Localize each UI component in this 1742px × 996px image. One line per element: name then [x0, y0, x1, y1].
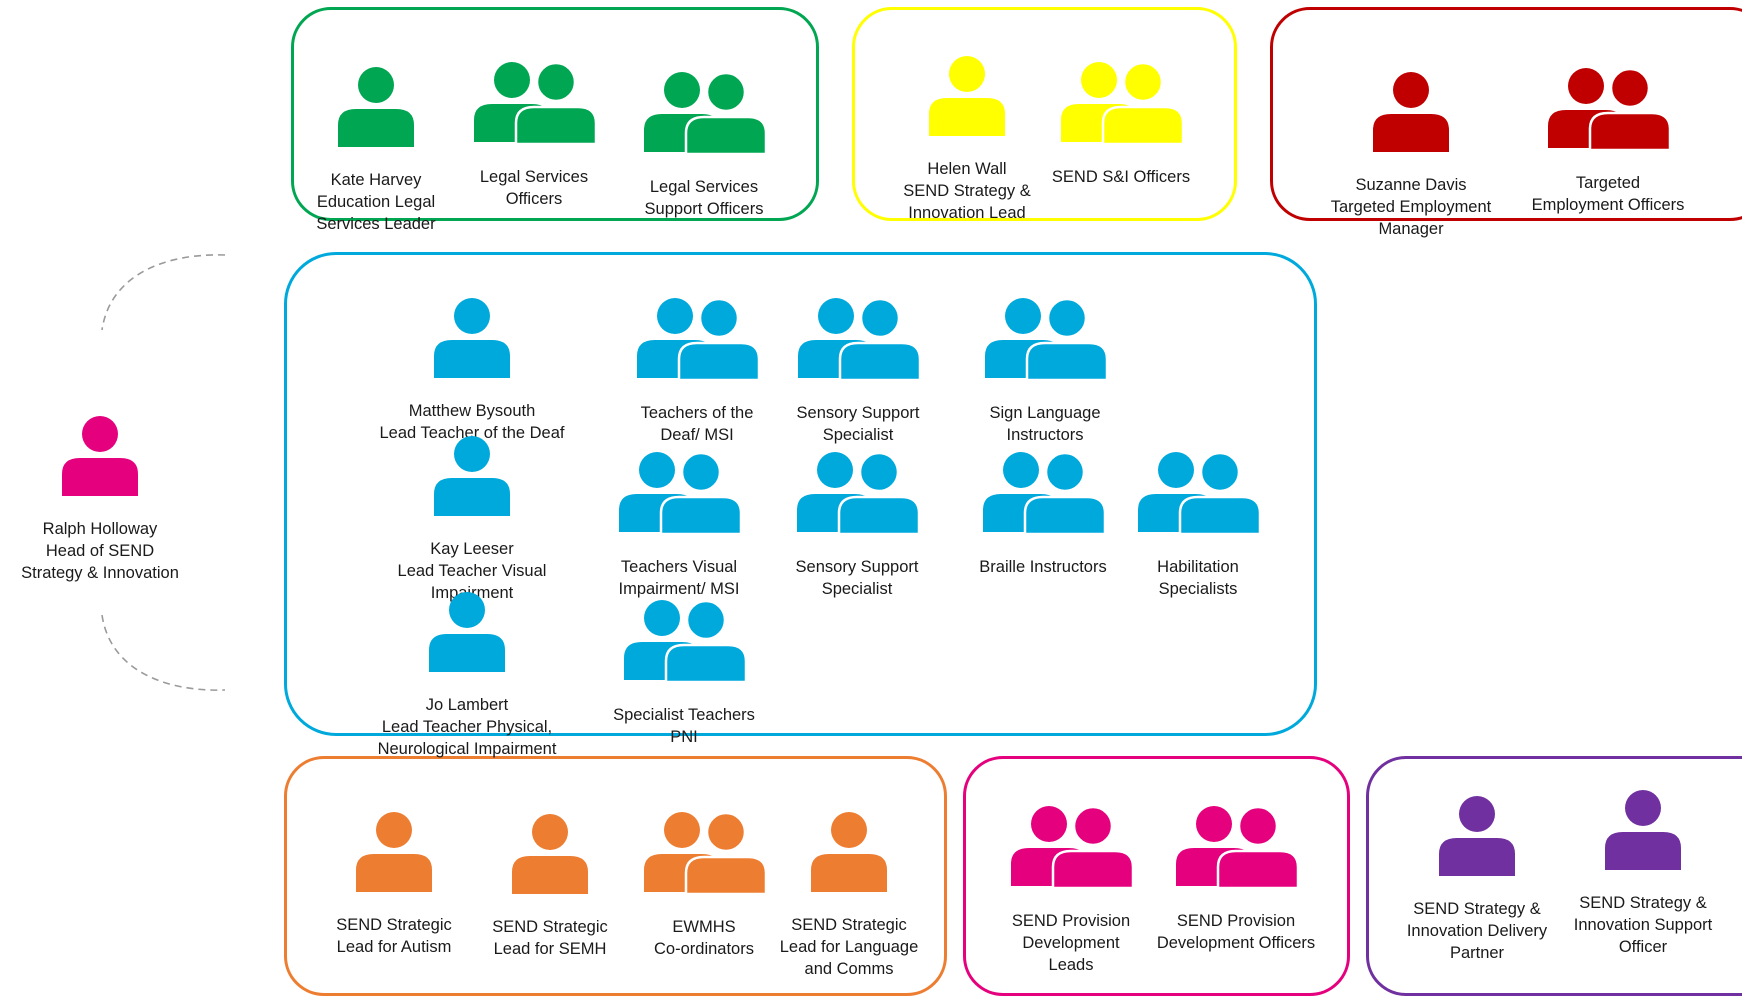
node-label: Habilitation Specialists: [1157, 558, 1239, 598]
node-label: Kate Harvey Education Legal Services Lea…: [316, 171, 436, 233]
head-label: Ralph Holloway Head of SEND Strategy & I…: [21, 520, 179, 582]
node-label: SEND Strategic Lead for Language and Com…: [779, 916, 919, 978]
dashed-connector-bottom: [101, 614, 226, 691]
node-label: Braille Instructors: [979, 558, 1107, 576]
person-icon: [429, 592, 505, 672]
node-delivery-partner: SEND Strategy & Innovation Delivery Part…: [1382, 774, 1572, 964]
node-teachers-deaf-msi: Teachers of the Deaf/ MSI: [607, 276, 787, 446]
node-lead-autism: SEND Strategic Lead for Autism: [314, 790, 474, 958]
node-sensory-support-specialist-2: Sensory Support Specialist: [767, 430, 947, 600]
node-provision-development-officers: SEND Provision Development Officers: [1144, 784, 1328, 954]
node-helen-wall: Helen Wall SEND Strategy & Innovation Le…: [887, 34, 1047, 224]
node-specialist-teachers-pni: Specialist Teachers PNI: [589, 578, 779, 748]
group-icon: [798, 298, 920, 380]
group-icon: [619, 452, 741, 534]
node-jo-lambert: Jo Lambert Lead Teacher Physical, Neurol…: [352, 570, 582, 760]
head-node: Ralph Holloway Head of SEND Strategy & I…: [0, 394, 200, 584]
node-label: Targeted Employment Officers: [1531, 174, 1685, 214]
person-icon: [434, 298, 510, 378]
node-send-si-officers: SEND S&I Officers: [1031, 40, 1211, 188]
node-lead-semh: SEND Strategic Lead for SEMH: [470, 792, 630, 960]
person-icon: [512, 814, 588, 894]
node-label: Teachers of the Deaf/ MSI: [640, 404, 754, 444]
node-label: Sensory Support Specialist: [795, 558, 919, 598]
person-icon: [434, 436, 510, 516]
node-legal-services-officers: Legal Services Officers: [454, 40, 614, 210]
node-label: Suzanne Davis Targeted Employment Manage…: [1330, 176, 1492, 238]
group-icon: [1011, 806, 1133, 888]
node-label: Sign Language Instructors: [989, 404, 1101, 444]
group-icon: [624, 600, 746, 682]
group-icon: [797, 452, 919, 534]
group-icon: [644, 812, 766, 894]
legal-services-group-box: [291, 7, 819, 221]
group-icon: [474, 62, 596, 144]
node-label: SEND Strategic Lead for SEMH: [492, 918, 608, 958]
node-label: Legal Services Support Officers: [644, 178, 764, 218]
node-label: SEND Provision Development Officers: [1156, 912, 1316, 952]
node-label: Sensory Support Specialist: [796, 404, 920, 444]
node-label: Specialist Teachers PNI: [613, 706, 755, 746]
group-icon: [637, 298, 759, 380]
person-icon: [62, 416, 138, 496]
sensory-support-group-box: [284, 252, 1317, 736]
person-icon: [811, 812, 887, 892]
node-support-officer: SEND Strategy & Innovation Support Offic…: [1548, 768, 1738, 958]
node-label: Jo Lambert Lead Teacher Physical, Neurol…: [377, 696, 557, 758]
person-icon: [338, 67, 414, 147]
node-suzanne-davis: Suzanne Davis Targeted Employment Manage…: [1311, 50, 1511, 240]
group-icon: [1176, 806, 1298, 888]
group-icon: [1548, 68, 1670, 150]
node-label: EWMHS Co-ordinators: [654, 918, 754, 958]
node-label: SEND Strategy & Innovation Delivery Part…: [1406, 900, 1548, 962]
targeted-employment-group-box: [1270, 7, 1742, 221]
node-label: SEND S&I Officers: [1051, 168, 1191, 186]
group-icon: [1061, 62, 1183, 144]
node-label: Matthew Bysouth Lead Teacher of the Deaf: [379, 402, 565, 442]
node-provision-development-leads: SEND Provision Development Leads: [991, 784, 1151, 976]
node-matthew-bysouth: Matthew Bysouth Lead Teacher of the Deaf: [357, 276, 587, 444]
person-icon: [356, 812, 432, 892]
group-icon: [983, 452, 1105, 534]
node-sensory-support-specialist-1: Sensory Support Specialist: [768, 276, 948, 446]
node-legal-services-support-officers: Legal Services Support Officers: [624, 50, 784, 220]
node-kate-harvey: Kate Harvey Education Legal Services Lea…: [296, 45, 456, 235]
node-targeted-employment-officers: Targeted Employment Officers: [1508, 46, 1708, 216]
node-label: Legal Services Officers: [479, 168, 589, 208]
node-sign-language-instructors: Sign Language Instructors: [955, 276, 1135, 446]
group-icon: [985, 298, 1107, 380]
node-label: Helen Wall SEND Strategy & Innovation Le…: [903, 160, 1031, 222]
node-label: SEND Strategic Lead for Autism: [336, 916, 452, 956]
send-strategy-group-box: [852, 7, 1237, 221]
node-ewmhs-coordinators: EWMHS Co-ordinators: [624, 790, 784, 960]
node-teachers-visual-impairment: Teachers Visual Impairment/ MSI: [589, 430, 769, 600]
person-icon: [929, 56, 1005, 136]
node-braille-instructors: Braille Instructors: [953, 430, 1133, 578]
node-label: Teachers Visual Impairment/ MSI: [618, 558, 740, 598]
person-icon: [1373, 72, 1449, 152]
node-habilitation-specialists: Habilitation Specialists: [1108, 430, 1288, 600]
person-icon: [1605, 790, 1681, 870]
node-label: SEND Strategy & Innovation Support Offic…: [1573, 894, 1713, 956]
group-icon: [1138, 452, 1260, 534]
node-lead-language-comms: SEND Strategic Lead for Language and Com…: [769, 790, 929, 980]
person-icon: [1439, 796, 1515, 876]
group-icon: [644, 72, 766, 154]
dashed-connector-top: [101, 254, 226, 331]
